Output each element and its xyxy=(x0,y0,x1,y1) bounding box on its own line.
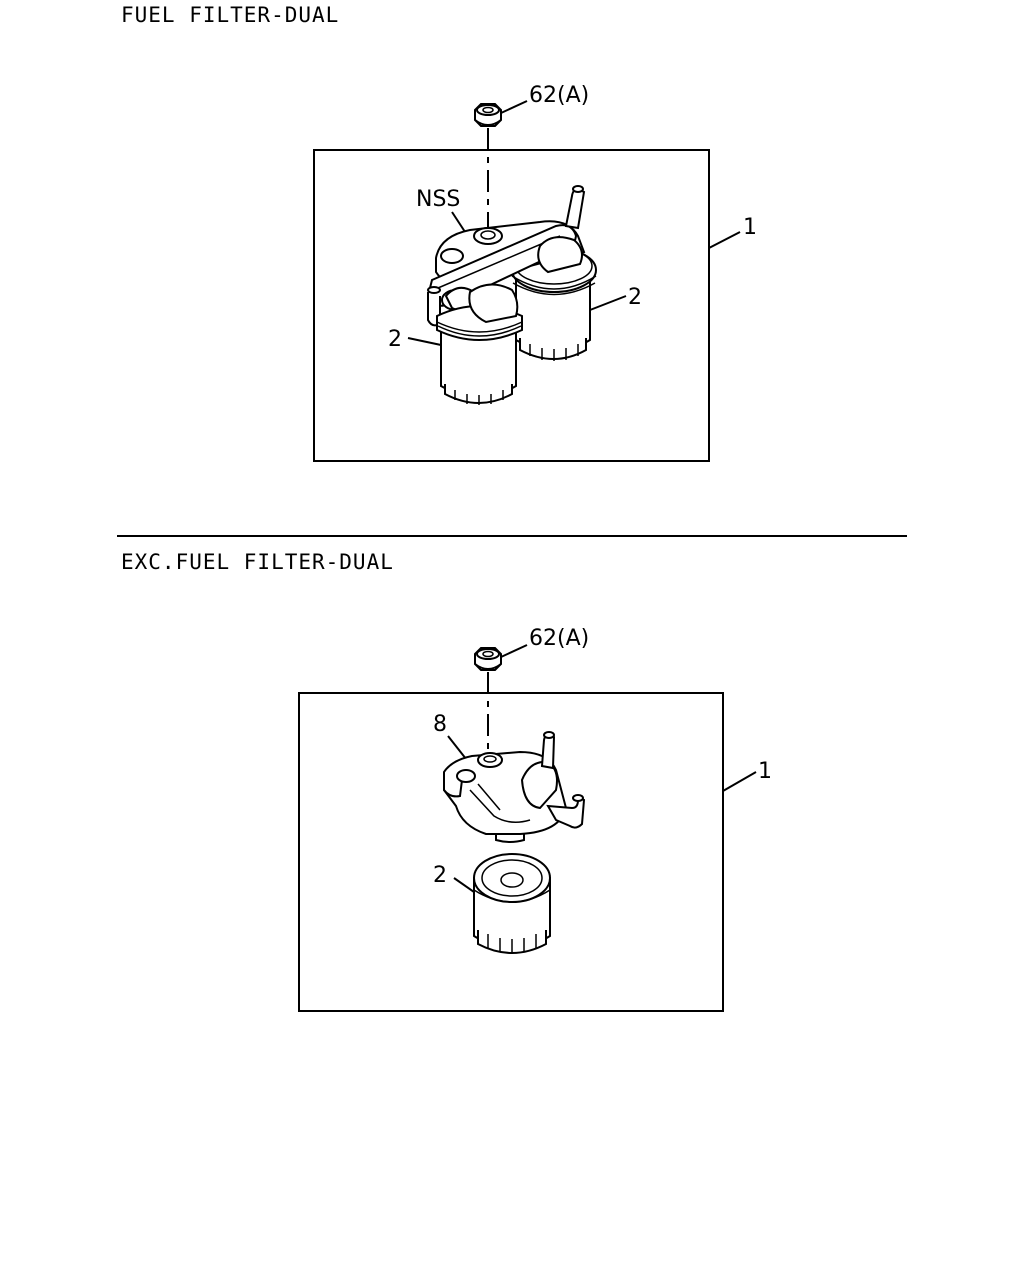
callout-filter-right: 2 xyxy=(628,285,642,310)
filter-head-single[interactable] xyxy=(443,731,586,843)
callout-head-part: 8 xyxy=(433,712,447,737)
dual-filter-illustration: 62(A) 1 NSS xyxy=(313,83,757,462)
callout-assembly: 1 xyxy=(758,759,772,784)
filter-element-left[interactable] xyxy=(436,283,523,405)
callout-bolt: 62(A) xyxy=(529,626,589,651)
bolt-leader-line xyxy=(500,100,528,114)
bolt-icon[interactable] xyxy=(474,647,502,671)
callout-nss: NSS xyxy=(416,187,460,212)
callout-filter: 2 xyxy=(433,863,447,888)
single-filter-illustration: 62(A) 1 8 xyxy=(298,626,772,1012)
section-title-exc-dual: EXC.FUEL FILTER-DUAL xyxy=(121,550,394,574)
bolt-leader-line xyxy=(500,644,528,658)
filter-right-leader-line xyxy=(589,295,627,311)
section-title-dual: FUEL FILTER-DUAL xyxy=(121,3,340,27)
assembly-leader-line xyxy=(722,771,757,792)
filter-leader-line xyxy=(453,877,475,893)
filter-element-single[interactable] xyxy=(473,853,551,954)
filter-left-leader-line xyxy=(407,337,442,346)
callout-bolt: 62(A) xyxy=(529,83,589,108)
filter-head-dual[interactable] xyxy=(426,185,586,327)
assembly-frame-1 xyxy=(298,692,724,1012)
assembly-frame-1 xyxy=(313,149,710,462)
callout-assembly: 1 xyxy=(743,215,757,240)
assembly-leader-line xyxy=(708,231,741,249)
bolt-icon[interactable] xyxy=(474,103,502,127)
callout-filter-left: 2 xyxy=(388,327,402,352)
